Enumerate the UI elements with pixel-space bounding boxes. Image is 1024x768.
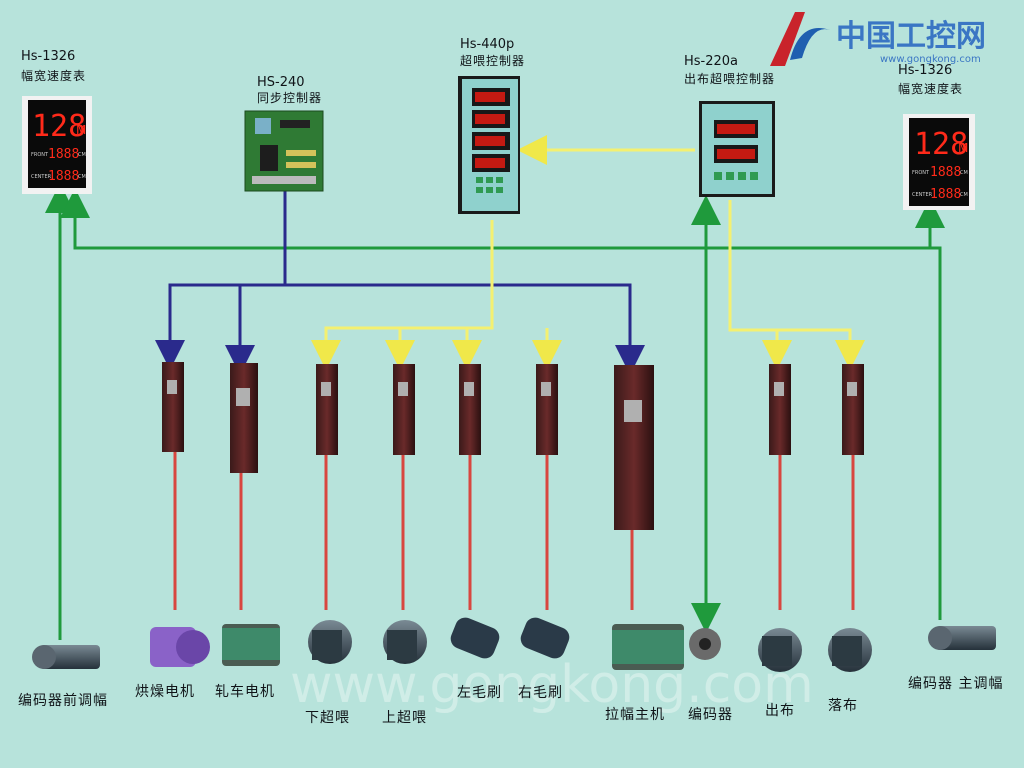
meter-left-row2: 1888 — [48, 169, 79, 184]
logo-subtext: www.gongkong.com — [880, 54, 981, 65]
label-outfeed: 出布 — [765, 703, 795, 719]
inverter-left-brush — [459, 364, 481, 455]
inverter-main — [614, 365, 654, 530]
inverter-dryer — [162, 362, 184, 452]
dryer-motor-icon — [150, 627, 210, 667]
gongkong-logo: 中国工控网 www.gongkong.com — [770, 12, 986, 66]
inverter-upper-overfeed — [393, 364, 415, 455]
encoder-mid-icon — [689, 628, 721, 660]
drop-motor-icon — [828, 628, 872, 672]
motors — [32, 617, 996, 672]
blue-control-lines — [155, 190, 645, 375]
encoder-main-icon — [928, 626, 996, 650]
label-upper-overfeed: 上超喂 — [382, 710, 427, 726]
green-signal-lines — [45, 183, 945, 640]
meter-right-big: 128 — [914, 127, 968, 162]
lower-overfeed-motor-icon — [308, 620, 352, 664]
overfeed-ctrl-model: Hs-440p — [460, 37, 515, 52]
meter-left-big: 128 — [32, 109, 86, 144]
label-encoder-main: 编码器 主调幅 — [908, 676, 1004, 692]
speed-meter-left: 128 M FRONT 1888 CM CENTER 1888 CM — [22, 96, 92, 194]
svg-text:FRONT: FRONT — [912, 170, 930, 176]
inverter-drop — [842, 364, 864, 455]
label-roller-motor: 轧车电机 — [215, 684, 275, 700]
encoder-front-icon — [32, 645, 100, 669]
yellow-overfeed-lines — [311, 135, 865, 370]
meter-right-row1: 1888 — [930, 165, 961, 180]
svg-text:CM: CM — [78, 152, 86, 158]
outfeed-motor-icon — [758, 628, 802, 672]
label-encoder-mid: 编码器 — [688, 707, 733, 723]
label-main-motor: 拉幅主机 — [605, 707, 665, 723]
right-brush-motor-icon — [520, 617, 570, 659]
meter-left-row1: 1888 — [48, 147, 79, 162]
overfeed-controller-panel — [458, 76, 520, 214]
outfeed-ctrl-desc: 出布超喂控制器 — [684, 72, 776, 86]
svg-text:CENTER: CENTER — [31, 174, 52, 180]
red-power-lines — [173, 452, 855, 610]
svg-text:CM: CM — [960, 170, 968, 176]
meter-right-model: Hs-1326 — [898, 63, 953, 78]
label-encoder-front: 编码器前调幅 — [18, 693, 108, 709]
meter-right-row2: 1888 — [930, 187, 961, 202]
sync-ctrl-desc: 同步控制器 — [257, 91, 323, 105]
inverter-roller — [230, 363, 258, 473]
watermark: www.gongkong.com — [290, 655, 814, 715]
label-lower-overfeed: 下超喂 — [305, 710, 350, 726]
meter-left-unit: M — [76, 123, 86, 137]
inverter-right-brush — [536, 364, 558, 455]
meter-right-desc: 幅宽速度表 — [898, 82, 964, 96]
label-right-brush: 右毛刷 — [518, 685, 563, 701]
inverter-lower-overfeed — [316, 364, 338, 455]
svg-text:FRONT: FRONT — [31, 152, 49, 158]
sync-controller-board — [244, 110, 324, 192]
left-brush-motor-icon — [450, 617, 500, 659]
meter-right-unit: M — [958, 141, 968, 155]
svg-text:CM: CM — [960, 192, 968, 198]
main-motor-icon — [612, 624, 684, 670]
label-drop: 落布 — [828, 698, 858, 714]
outfeed-ctrl-model: Hs-220a — [684, 54, 739, 69]
inverters — [162, 362, 864, 530]
upper-overfeed-motor-icon — [383, 620, 427, 664]
overfeed-ctrl-desc: 超喂控制器 — [460, 54, 526, 68]
logo-text: 中国工控网 — [836, 19, 986, 54]
label-dryer-motor: 烘燥电机 — [135, 684, 195, 700]
speed-meter-right: 128 M FRONT 1888 CM CENTER 1888 CM — [903, 114, 975, 210]
outfeed-controller-panel — [699, 101, 775, 197]
meter-left-desc: 幅宽速度表 — [21, 69, 87, 83]
inverter-outfeed — [769, 364, 791, 455]
svg-text:CENTER: CENTER — [912, 192, 933, 198]
label-left-brush: 左毛刷 — [457, 685, 502, 701]
roller-motor-icon — [222, 624, 280, 666]
meter-left-model: Hs-1326 — [21, 49, 76, 64]
sync-ctrl-model: HS-240 — [257, 75, 305, 90]
svg-text:CM: CM — [78, 174, 86, 180]
